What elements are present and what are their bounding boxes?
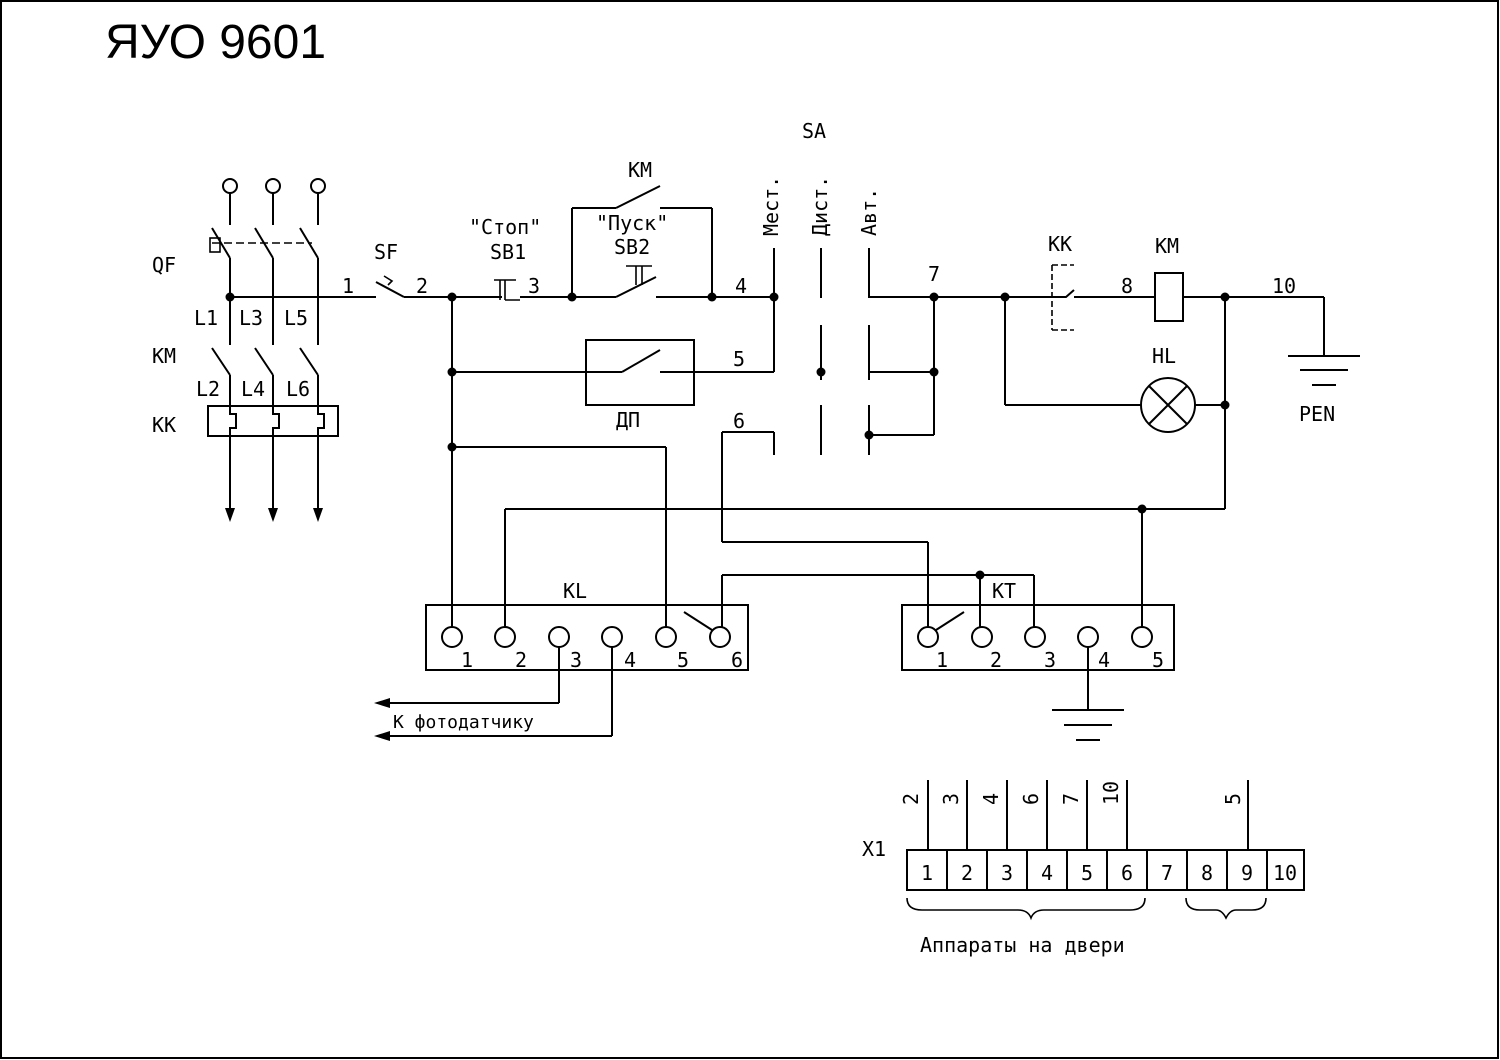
x1-terminal-strip: X1 1 2 3 4 5 6 7 8 9 10 2 3 4 6 7 10 5 bbox=[862, 780, 1305, 957]
x1-cell: 4 bbox=[1041, 861, 1053, 885]
phase-l1-label: L1 bbox=[194, 306, 218, 330]
x1-cell: 1 bbox=[921, 861, 933, 885]
x1-cell: 3 bbox=[1001, 861, 1013, 885]
door-brace bbox=[906, 897, 1146, 921]
kt-terminal-4: 4 bbox=[1098, 648, 1110, 672]
sb2-label: SB2 bbox=[614, 235, 650, 259]
wire-5-label: 5 bbox=[733, 347, 745, 371]
km-power-label: KM bbox=[152, 344, 176, 368]
kk-power-label: KK bbox=[152, 413, 176, 437]
kl-terminal-6: 6 bbox=[731, 648, 743, 672]
kt-terminal-1: 1 bbox=[936, 648, 948, 672]
mode-local-label: Мест. bbox=[759, 176, 783, 236]
kl-block bbox=[425, 604, 749, 671]
x1-label: X1 bbox=[862, 837, 886, 861]
x1-wire-label: 10 bbox=[1099, 781, 1123, 805]
sf-label: SF bbox=[374, 240, 398, 264]
x1-wire-label: 4 bbox=[979, 793, 1003, 805]
x1-wire-label: 3 bbox=[939, 793, 963, 805]
x1-wire-label: 7 bbox=[1059, 793, 1083, 805]
km-contact-label: KM bbox=[628, 158, 652, 182]
wire-10-label: 10 bbox=[1272, 274, 1296, 298]
control-circuit: 1 SF 2 "Стоп" SB1 3 "Пуск" SB2 KM 4 bbox=[225, 119, 1360, 628]
kt-terminal-3: 3 bbox=[1044, 648, 1056, 672]
x1-cell: 8 bbox=[1201, 861, 1213, 885]
x1-wire-label: 2 bbox=[899, 793, 923, 805]
sheet-title: ЯУО 9601 bbox=[105, 16, 326, 69]
door-note: Аппараты на двери bbox=[920, 933, 1125, 957]
sf-switch bbox=[375, 281, 405, 298]
start-caption: "Пуск" bbox=[596, 211, 668, 235]
wire-4-label: 4 bbox=[735, 274, 747, 298]
x1-wire-label: 5 bbox=[1221, 793, 1245, 805]
phase-l5-label: L5 bbox=[284, 306, 308, 330]
start-button-sb2 bbox=[615, 276, 657, 298]
wire-2-label: 2 bbox=[416, 274, 428, 298]
kk-contact-label: KK bbox=[1048, 232, 1072, 256]
phase-l3-label: L3 bbox=[239, 306, 263, 330]
stop-caption: "Стоп" bbox=[469, 215, 541, 239]
photo-sensor-label: К фотодатчику bbox=[393, 712, 534, 733]
x1-cell: 10 bbox=[1273, 861, 1297, 885]
wire-7-label: 7 bbox=[928, 262, 940, 286]
wire-8-label: 8 bbox=[1121, 274, 1133, 298]
hl-label: HL bbox=[1152, 344, 1176, 368]
kt-terminal-5: 5 bbox=[1152, 648, 1164, 672]
kl-terminal-4: 4 bbox=[624, 648, 636, 672]
kl-terminal-2: 2 bbox=[515, 648, 527, 672]
terminal-circle bbox=[222, 178, 238, 194]
phase-l6-label: L6 bbox=[286, 377, 310, 401]
kl-terminal-1: 1 bbox=[461, 648, 473, 672]
kl-terminal-3: 3 bbox=[570, 648, 582, 672]
phase-l2-label: L2 bbox=[196, 377, 220, 401]
mode-auto-label: Авт. bbox=[857, 188, 881, 236]
kl-module: KL 1 2 3 4 5 6 К фотодатчику bbox=[374, 579, 749, 741]
kt-terminal-2: 2 bbox=[990, 648, 1002, 672]
arrow-down-icon bbox=[268, 508, 278, 522]
terminal-circle bbox=[265, 178, 281, 194]
x1-strip bbox=[906, 849, 1305, 891]
arrow-down-icon bbox=[313, 508, 323, 522]
stop-button-sb1 bbox=[494, 279, 520, 301]
x1-cell: 5 bbox=[1081, 861, 1093, 885]
kl-terminal-5: 5 bbox=[677, 648, 689, 672]
km-coil-label: KM bbox=[1155, 234, 1179, 258]
x1-cell: 2 bbox=[961, 861, 973, 885]
pen-label: PEN bbox=[1299, 402, 1335, 426]
wire-1-label: 1 bbox=[342, 274, 354, 298]
arrow-down-icon bbox=[225, 508, 235, 522]
kl-label: KL bbox=[563, 579, 587, 603]
phase-l4-label: L4 bbox=[241, 377, 265, 401]
qf-label: QF bbox=[152, 253, 176, 277]
km-coil bbox=[1154, 272, 1184, 322]
wire-3-label: 3 bbox=[528, 274, 540, 298]
km-holding-contact bbox=[615, 185, 661, 209]
sa-label: SA bbox=[802, 119, 826, 143]
door-brace bbox=[1185, 897, 1267, 920]
x1-wire-label: 6 bbox=[1019, 793, 1043, 805]
kt-block bbox=[901, 604, 1175, 671]
terminal-circle bbox=[310, 178, 326, 194]
x1-cell: 9 bbox=[1241, 861, 1253, 885]
wire-6-label: 6 bbox=[733, 409, 745, 433]
sb1-label: SB1 bbox=[490, 240, 526, 264]
kt-label: KT bbox=[992, 579, 1016, 603]
mode-remote-label: Дист. bbox=[808, 176, 832, 236]
x1-cell: 7 bbox=[1161, 861, 1173, 885]
arrow-left-icon bbox=[374, 731, 390, 741]
arrow-left-icon bbox=[374, 698, 390, 708]
power-circuit: QF KM KK L1 L3 L5 L2 L4 L6 bbox=[152, 178, 339, 522]
kt-module: KT 1 2 3 4 5 bbox=[901, 579, 1175, 741]
x1-cell: 6 bbox=[1121, 861, 1133, 885]
dp-label: ДП bbox=[616, 408, 640, 432]
